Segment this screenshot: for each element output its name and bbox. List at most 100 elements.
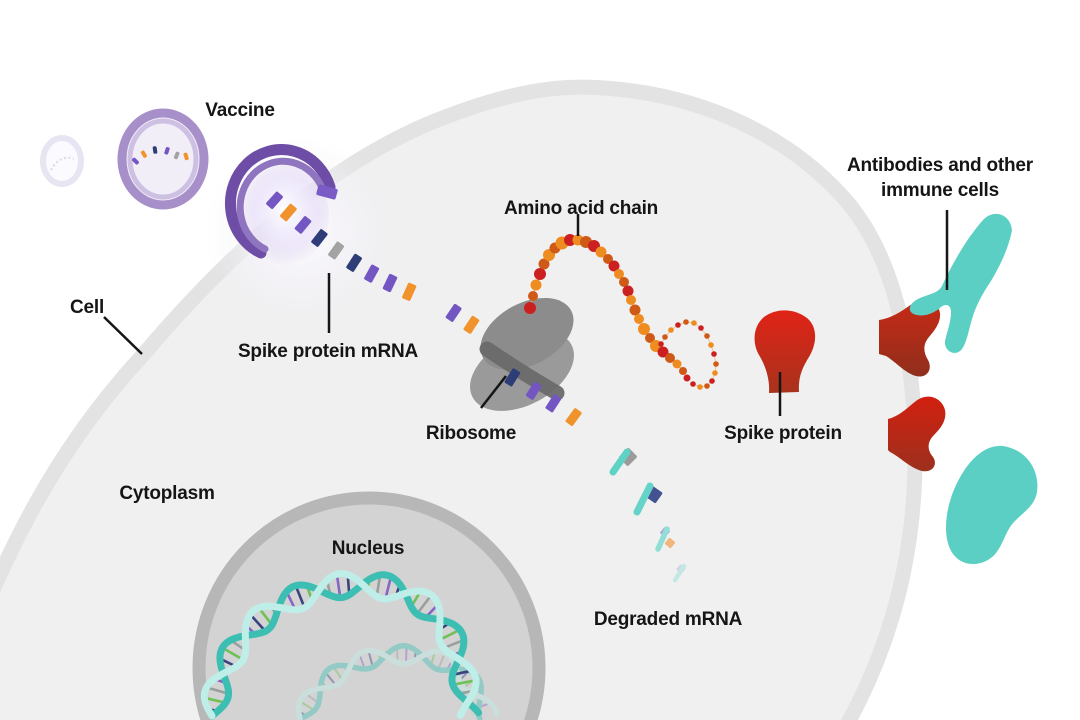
- label-degraded: Degraded mRNA: [593, 609, 743, 630]
- amino-acid-dot: [629, 304, 641, 316]
- mrna-bar: [463, 315, 480, 334]
- vaccine-particle-intact: [117, 108, 209, 210]
- mrna-bar: [346, 253, 362, 272]
- label-antibodies: Antibodies and other immune cells: [846, 155, 1033, 202]
- folded-protein-dot: [711, 351, 717, 357]
- immune-cell: [946, 445, 1038, 565]
- folded-protein-dot: [704, 383, 710, 389]
- amino-acid-dot: [638, 323, 650, 335]
- dna-rung: [223, 647, 243, 661]
- amino-acid-dot: [679, 367, 687, 375]
- spike-protein-free: [754, 310, 816, 393]
- label-spike-mrna: Spike protein mRNA: [237, 341, 419, 362]
- mrna-bar: [164, 147, 170, 155]
- amino-acid-dot: [665, 353, 675, 363]
- dna-rung: [413, 650, 417, 660]
- mrna-bar: [132, 157, 139, 165]
- dna-rung: [205, 696, 225, 704]
- amino-acid-dot: [595, 246, 607, 258]
- dna-rung: [250, 614, 266, 631]
- amino-acid-dot: [619, 277, 629, 287]
- degraded-mrna-fragment-4: [672, 563, 687, 583]
- mrna-bar: [280, 203, 297, 222]
- dna-rung: [333, 667, 343, 680]
- degraded-mrna-fragment-2: [633, 482, 663, 516]
- dna-rung: [207, 686, 228, 695]
- dna-strand-front: [295, 647, 500, 720]
- amino-acid-dot: [614, 269, 624, 279]
- amino-acid-dot: [528, 291, 538, 301]
- dna-rung: [335, 575, 342, 597]
- mrna-bar: [152, 146, 158, 154]
- folded-protein-dot: [712, 370, 718, 376]
- dna-rung: [377, 652, 382, 661]
- dna-rung: [367, 651, 374, 667]
- label-cell: Cell: [69, 297, 105, 318]
- pointer-line-cell: [103, 316, 143, 355]
- amino-acid-dot: [626, 295, 636, 305]
- folded-protein-dot: [658, 341, 664, 347]
- dna-rung: [454, 679, 475, 686]
- amino-acid-dot: [622, 285, 634, 297]
- mrna-bar: [311, 229, 328, 247]
- dna-rung: [375, 576, 382, 596]
- folded-protein-dot: [675, 322, 681, 328]
- mrna-bar: [402, 282, 417, 301]
- folded-protein-dot: [697, 384, 703, 390]
- amino-acid-dot: [657, 346, 669, 358]
- dna-rung: [306, 693, 319, 704]
- mrna-bar: [445, 303, 462, 322]
- amino-acid-dot: [683, 374, 691, 382]
- label-spike-protein: Spike protein: [724, 423, 842, 444]
- amino-acid-dot: [538, 258, 550, 270]
- dna-rung: [300, 701, 314, 711]
- folded-protein-dot: [698, 325, 704, 331]
- folded-protein-dot: [662, 334, 668, 340]
- folded-protein-connector: [660, 321, 717, 388]
- spike-protein-membrane-lower: [888, 396, 946, 472]
- label-cytoplasm: Cytoplasm: [119, 483, 215, 504]
- dna-rung: [437, 653, 446, 669]
- label-amino-chain: Amino acid chain: [503, 198, 659, 219]
- mrna-bar: [382, 273, 398, 293]
- label-ribosome: Ribosome: [425, 423, 517, 444]
- spike-protein-membrane-upper: [879, 300, 941, 377]
- folded-protein-dot: [668, 327, 674, 333]
- dna-rung: [444, 639, 463, 649]
- dna-strand-front: [200, 570, 480, 720]
- dna-helix: [200, 570, 483, 720]
- folded-protein-dot: [691, 320, 697, 326]
- dna-rung: [417, 595, 432, 614]
- amino-acid-dot: [608, 260, 620, 272]
- dna-rung: [446, 660, 453, 670]
- amino-acid-dot: [672, 359, 682, 369]
- mrna-bar: [266, 191, 283, 210]
- mrna-bar: [525, 381, 542, 400]
- mrna-bar: [364, 264, 380, 283]
- dna-rung: [346, 576, 351, 594]
- label-nucleus: Nucleus: [331, 538, 405, 559]
- dna-rung: [298, 710, 307, 717]
- dna-rung: [343, 665, 349, 673]
- mrna-bar: [294, 216, 312, 234]
- amino-acid-chain: [524, 234, 719, 390]
- mrna-bar: [545, 394, 562, 413]
- dna-rung: [295, 586, 306, 607]
- dna-rung: [384, 577, 392, 598]
- antibody: [909, 213, 1012, 353]
- amino-acid-dot: [524, 302, 536, 314]
- dna-rung: [440, 629, 460, 641]
- dna-strand-back: [208, 571, 483, 720]
- dna-rung: [321, 681, 327, 688]
- dna-rung: [258, 608, 273, 625]
- folded-protein-dot: [704, 333, 710, 339]
- mrna-bar: [140, 150, 147, 158]
- vaccine-particle-faint: [40, 135, 84, 187]
- folded-protein-dot: [713, 361, 719, 367]
- ribosome-mrna-channel: [479, 341, 565, 401]
- pointer-line-ribosome: [480, 375, 507, 409]
- folded-protein-dot: [690, 381, 696, 387]
- mrna-bars-in-ribosome: [445, 303, 582, 427]
